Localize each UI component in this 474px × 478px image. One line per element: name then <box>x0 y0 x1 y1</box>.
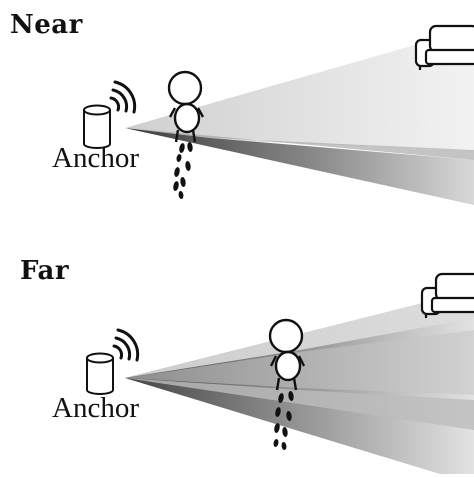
near-beam-dark <box>125 128 474 205</box>
far-anchor-label: Anchor <box>52 392 139 424</box>
sofa-icon <box>414 24 474 70</box>
anchor-device-icon <box>83 104 111 149</box>
near-beam-mid <box>125 128 474 160</box>
near-beam-light <box>125 28 474 150</box>
person-icon <box>268 318 306 391</box>
far-panel <box>86 272 474 474</box>
near-panel <box>83 24 474 205</box>
far-title: Far <box>20 256 70 286</box>
signal-waves-icon <box>109 80 137 114</box>
sofa-icon <box>420 272 474 318</box>
footprints-icon <box>273 391 294 450</box>
near-anchor-label: Anchor <box>52 142 139 174</box>
anchor-device-icon <box>86 352 114 395</box>
near-title: Near <box>10 10 83 40</box>
far-beam-lower <box>125 378 474 430</box>
person-icon <box>167 70 205 143</box>
footprints-icon <box>173 142 193 199</box>
signal-waves-icon <box>112 328 140 362</box>
